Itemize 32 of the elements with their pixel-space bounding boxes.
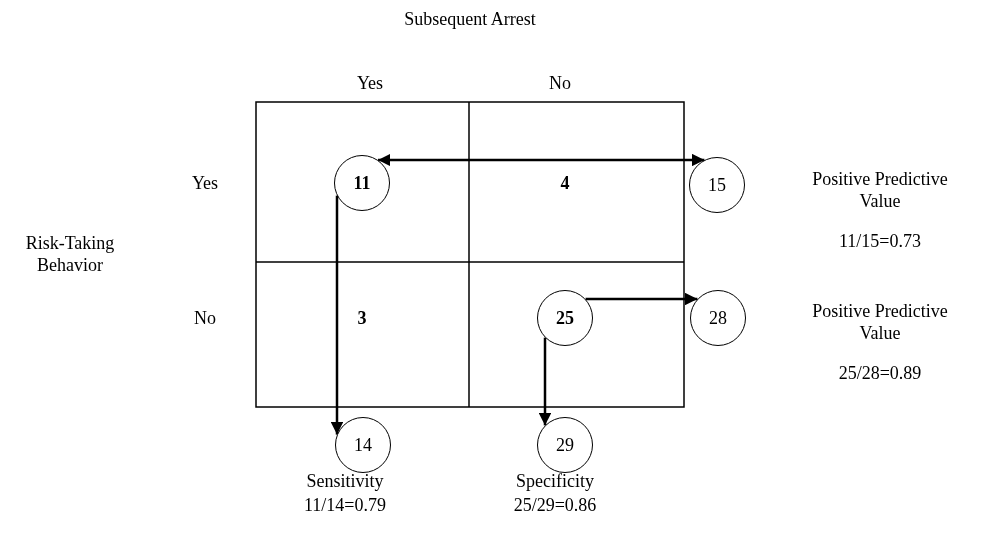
count-value: 28 (709, 307, 727, 329)
column-heading: Subsequent Arrest (403, 8, 537, 30)
measure-name: Specificity (515, 470, 595, 492)
arrow (377, 153, 705, 167)
count-circle (334, 155, 390, 211)
cell-value: 3 (356, 307, 368, 329)
count-value: 14 (354, 434, 372, 456)
count-circle (689, 157, 745, 213)
arrow (330, 195, 344, 435)
arrow (538, 337, 552, 426)
measure-name: Sensitivity (305, 470, 385, 492)
measure-name: Positive Predictive Value (811, 300, 949, 344)
measure-formula: 25/29=0.86 (512, 494, 598, 516)
count-value: 29 (556, 434, 574, 456)
column-header: No (548, 72, 572, 94)
measure-name: Positive Predictive Value (811, 168, 949, 212)
count-value: 15 (708, 174, 726, 196)
row-header: No (193, 307, 217, 329)
column-header: Yes (355, 72, 385, 94)
count-circle (537, 417, 593, 473)
arrow (585, 292, 698, 306)
cell-value: 4 (559, 172, 571, 194)
row-header: Yes (190, 172, 220, 194)
count-value: 25 (556, 307, 574, 329)
count-circle (537, 290, 593, 346)
count-circle (690, 290, 746, 346)
measure-formula: 11/15=0.73 (838, 230, 922, 252)
measure-formula: 25/28=0.89 (837, 362, 923, 384)
row-heading: Risk-Taking Behavior (24, 232, 116, 276)
measure-formula: 11/14=0.79 (303, 494, 387, 516)
count-circle (335, 417, 391, 473)
count-value: 11 (353, 172, 371, 194)
